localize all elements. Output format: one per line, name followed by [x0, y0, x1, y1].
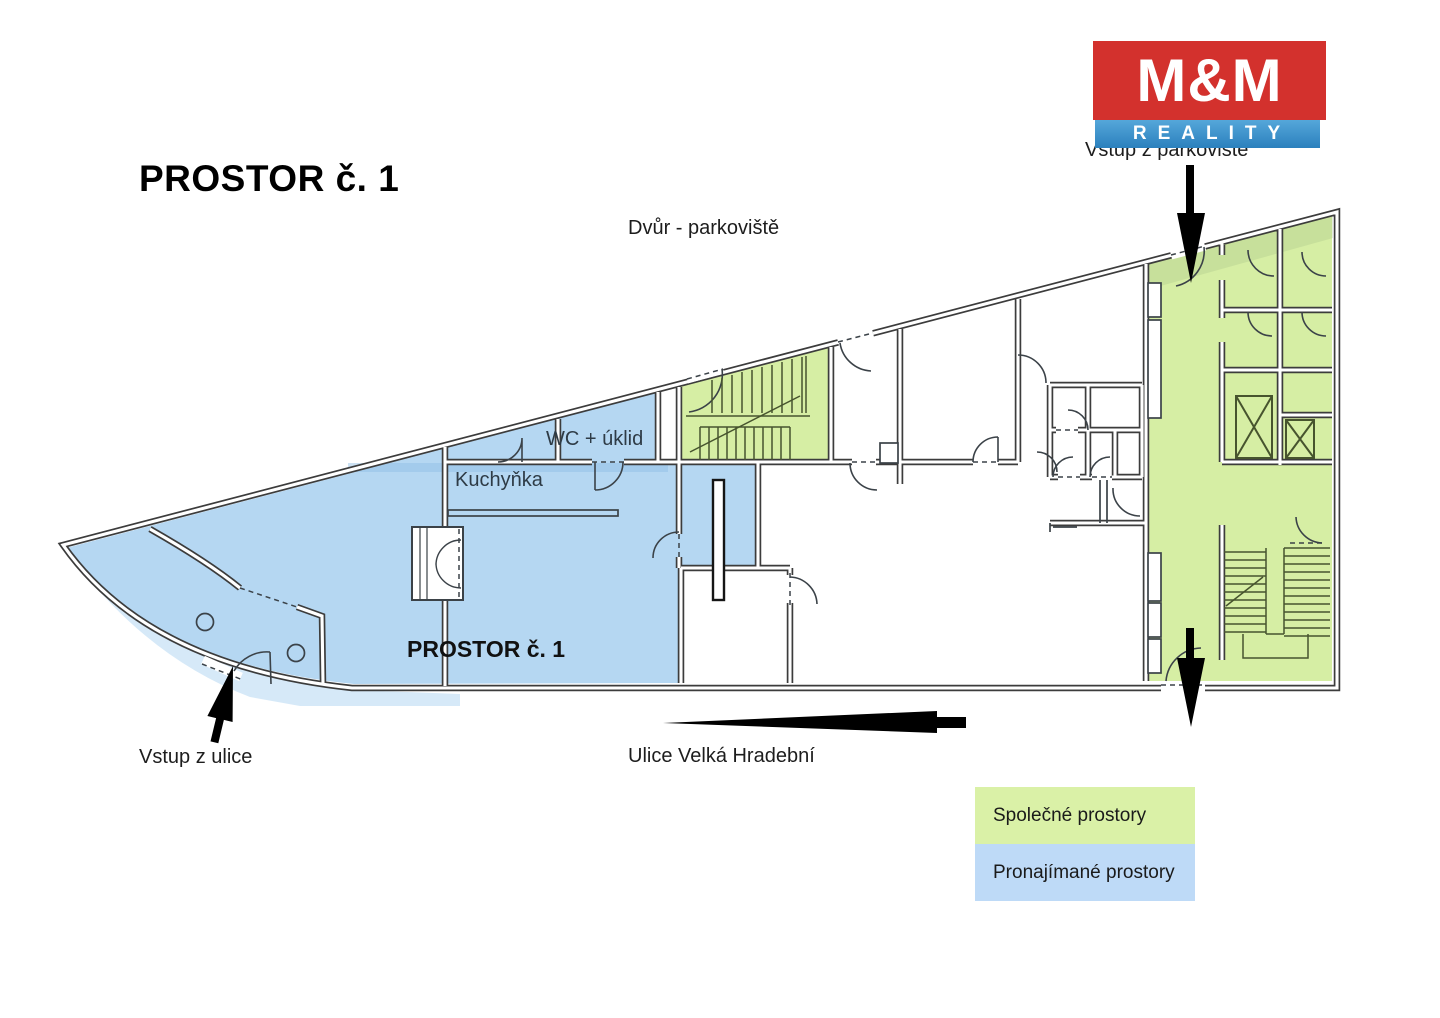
- kitchen-counter: [447, 509, 619, 517]
- staircase-right: [1224, 547, 1330, 659]
- closet: [1147, 602, 1162, 638]
- logo-reality-text: REALITY: [1095, 120, 1320, 148]
- street-entrance-label: Vstup z ulice: [139, 746, 253, 768]
- legend-item-rented: Pronajímané prostory: [975, 844, 1195, 901]
- courtyard-label: Dvůr - parkoviště: [628, 217, 780, 239]
- rented-overlay-band-kitchen: [348, 463, 668, 472]
- kitchen-room-label: Kuchyňka: [455, 469, 543, 491]
- wc-room-label: WC + úklid: [546, 428, 644, 450]
- rear-exit-arrow: [1177, 628, 1205, 727]
- street-direction-arrow: [663, 711, 966, 733]
- street-entrance-arrow: [207, 666, 233, 744]
- common-area-overlay: [679, 214, 1333, 681]
- fixtures: [195, 282, 1162, 674]
- closet: [1147, 282, 1162, 318]
- page-title: PROSTOR č. 1: [139, 158, 400, 199]
- unit-label: PROSTOR č. 1: [407, 636, 566, 662]
- dashed-thresholds: [201, 245, 1322, 686]
- dark-partition: [711, 478, 726, 602]
- legend: Společné prostory Pronajímané prostory: [975, 787, 1195, 901]
- wardrobe: [411, 526, 464, 601]
- common-area-mid-stairs: [679, 346, 831, 462]
- street-label: Ulice Velká Hradební: [628, 745, 815, 767]
- wall-niche: [879, 442, 899, 464]
- staircase-mid: [686, 356, 810, 460]
- legend-common-label: Společné prostory: [993, 804, 1147, 826]
- column: [286, 643, 306, 663]
- arrows: [207, 165, 1205, 744]
- parking-entrance-arrow: [1177, 165, 1205, 283]
- closet: [1147, 319, 1162, 419]
- closet: [1147, 552, 1162, 602]
- legend-rented-label: Pronajímané prostory: [993, 861, 1175, 883]
- shaft-x-boxes: [1235, 395, 1315, 459]
- column: [195, 612, 215, 632]
- logo-mm-text: M&M: [1093, 41, 1326, 120]
- legend-item-common: Společné prostory: [975, 787, 1195, 844]
- mm-reality-logo: M&M REALITY: [1093, 41, 1326, 148]
- closet: [1147, 638, 1162, 674]
